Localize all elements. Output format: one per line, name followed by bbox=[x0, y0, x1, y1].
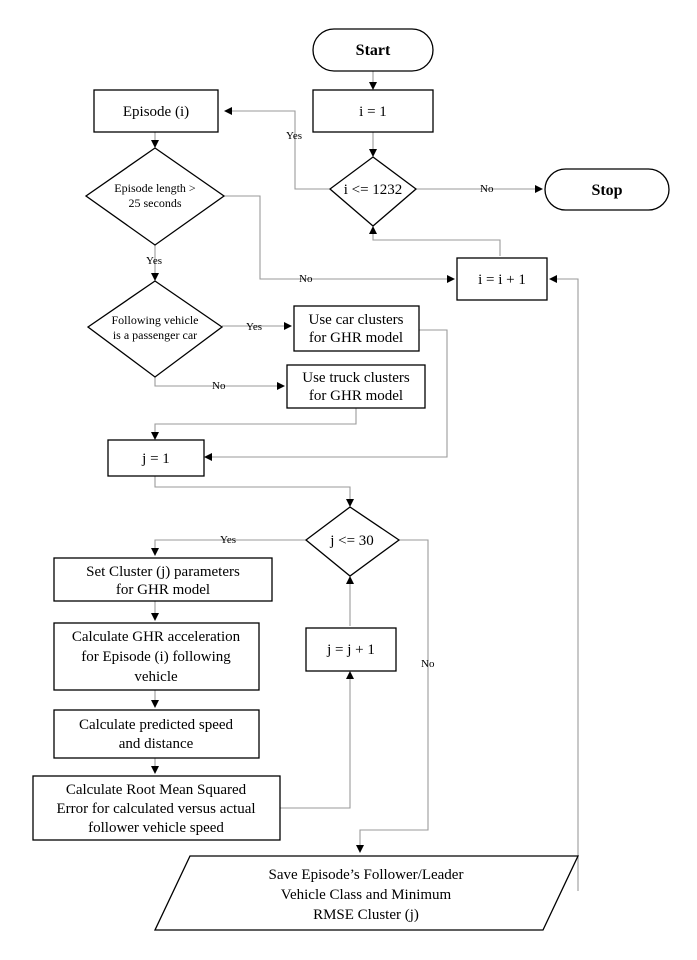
save-line-2: Vehicle Class and Minimum bbox=[281, 887, 452, 903]
calc-acc-line-2: for Episode (i) following bbox=[81, 649, 231, 665]
init-j-label: j = 1 bbox=[141, 451, 170, 467]
set-cluster-line-1: Set Cluster (j) parameters bbox=[86, 564, 240, 580]
edge-label-yes-car: Yes bbox=[246, 321, 262, 333]
increment-i-label: i = i + 1 bbox=[478, 272, 526, 288]
decision-length-line-1: Episode length > bbox=[114, 181, 196, 195]
episode-label: Episode (i) bbox=[123, 104, 189, 120]
calc-rmse-line-3: follower vehicle speed bbox=[88, 820, 224, 836]
init-i-label: i = 1 bbox=[359, 104, 387, 120]
calc-speed-line-2: and distance bbox=[119, 736, 194, 752]
episode-box: Episode (i) bbox=[93, 89, 219, 133]
calc-speed-line-1: Calculate predicted speed bbox=[79, 717, 234, 733]
use-car-line-2: for GHR model bbox=[309, 330, 403, 346]
arrowheads bbox=[151, 82, 557, 853]
use-truck-clusters-box: Use truck clusters for GHR model bbox=[286, 364, 426, 409]
init-i-box: i = 1 bbox=[312, 89, 434, 133]
decision-episode-length: Episode length > 25 seconds bbox=[84, 147, 226, 246]
decision-j: j <= 30 bbox=[304, 506, 401, 577]
start-label: Start bbox=[356, 42, 391, 59]
decision-car-line-2: is a passenger car bbox=[113, 328, 197, 342]
connector-j-init-to-cond-j bbox=[154, 476, 351, 505]
calc-rmse-line-2: Error for calculated versus actual bbox=[56, 801, 255, 817]
init-j-box: j = 1 bbox=[107, 439, 205, 477]
use-truck-line-2: for GHR model bbox=[309, 388, 403, 404]
set-cluster-box: Set Cluster (j) parameters for GHR model bbox=[53, 557, 273, 602]
connector-cond-len-no bbox=[224, 195, 453, 280]
save-line-3: RMSE Cluster (j) bbox=[313, 907, 419, 923]
decision-i: i <= 1232 bbox=[328, 156, 418, 227]
decision-passenger-car: Following vehicle is a passenger car bbox=[86, 280, 224, 378]
edge-label-no-i: No bbox=[480, 183, 494, 195]
connector-cond-j-no bbox=[359, 539, 429, 851]
edge-label-no-j: No bbox=[421, 658, 435, 670]
calc-rmse-box: Calculate Root Mean Squared Error for ca… bbox=[32, 775, 281, 841]
increment-i-box: i = i + 1 bbox=[456, 257, 548, 301]
save-episode-output: Save Episode’s Follower/Leader Vehicle C… bbox=[153, 855, 580, 931]
increment-j-label: j = j + 1 bbox=[326, 642, 375, 658]
connector-save-to-i-inc bbox=[551, 278, 579, 891]
calc-acc-line-3: vehicle bbox=[134, 669, 178, 685]
decision-j-label: j <= 30 bbox=[329, 533, 374, 549]
edge-labels: Yes No Yes No Yes No Yes No bbox=[146, 130, 494, 670]
edge-label-no-car: No bbox=[212, 380, 226, 392]
save-line-1: Save Episode’s Follower/Leader bbox=[269, 867, 464, 883]
connector-use-truck-to-j-init bbox=[154, 408, 357, 438]
calc-acc-line-1: Calculate GHR acceleration bbox=[72, 629, 241, 645]
decision-car-line-1: Following vehicle bbox=[112, 313, 199, 327]
edge-label-yes-len: Yes bbox=[146, 255, 162, 267]
decision-length-line-2: 25 seconds bbox=[129, 196, 182, 210]
start-terminal: Start bbox=[312, 28, 434, 72]
decision-i-label: i <= 1232 bbox=[344, 182, 403, 198]
connector-cond-i-yes bbox=[226, 110, 330, 190]
stop-terminal: Stop bbox=[544, 168, 670, 211]
calc-rmse-line-1: Calculate Root Mean Squared bbox=[66, 782, 247, 798]
calc-acceleration-box: Calculate GHR acceleration for Episode (… bbox=[53, 622, 260, 691]
calc-speed-box: Calculate predicted speed and distance bbox=[53, 709, 260, 759]
use-car-line-1: Use car clusters bbox=[309, 312, 404, 328]
edge-label-no-len: No bbox=[299, 273, 313, 285]
connector-i-inc-to-cond-i bbox=[372, 228, 501, 256]
use-car-clusters-box: Use car clusters for GHR model bbox=[293, 305, 420, 352]
connector-rmse-to-j-inc bbox=[280, 673, 351, 809]
edge-label-yes-i: Yes bbox=[286, 130, 302, 142]
set-cluster-line-2: for GHR model bbox=[116, 582, 210, 598]
edge-label-yes-j: Yes bbox=[220, 534, 236, 546]
increment-j-box: j = j + 1 bbox=[305, 627, 397, 672]
stop-label: Stop bbox=[591, 182, 622, 199]
connector-use-car-to-j-init bbox=[206, 329, 448, 458]
use-truck-line-1: Use truck clusters bbox=[302, 370, 410, 386]
connector-cond-car-no bbox=[154, 377, 283, 387]
